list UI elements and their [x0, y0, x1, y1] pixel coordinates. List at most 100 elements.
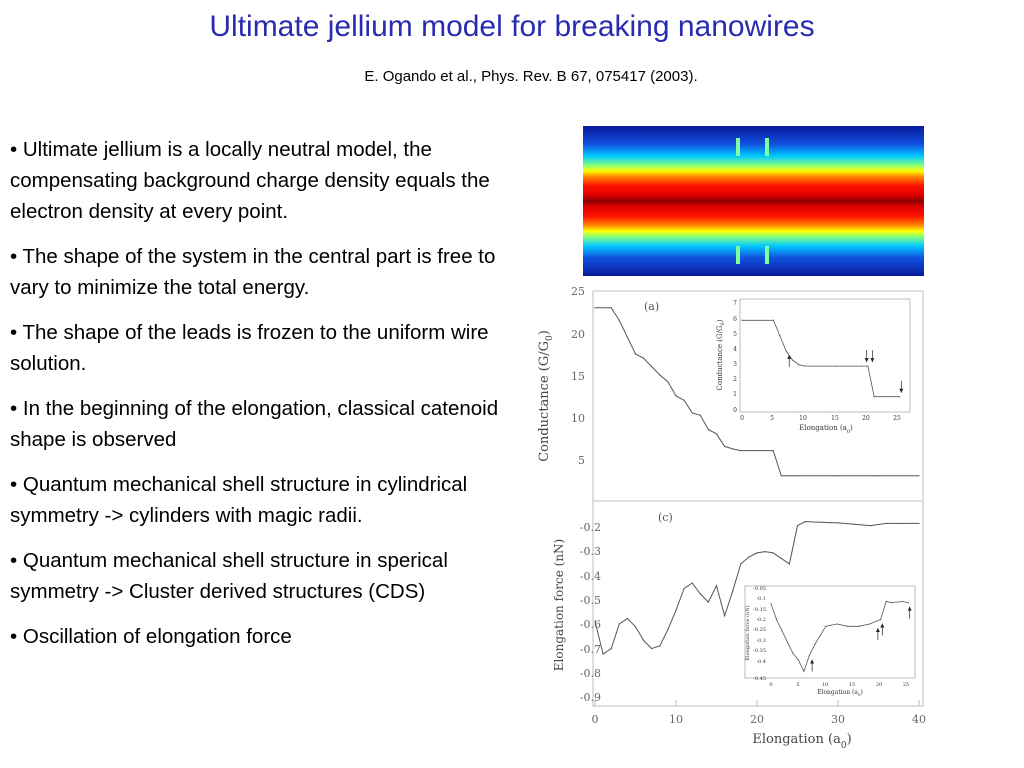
- data-point: [732, 590, 734, 592]
- curves: [594, 307, 920, 673]
- data-point: [791, 359, 793, 361]
- data-point: [683, 587, 685, 590]
- force-curve: [594, 520, 919, 655]
- bullet-item: • The shape of the leads is frozen to th…: [10, 321, 489, 375]
- data-point: [786, 641, 789, 643]
- conductance-force-figure: (a) (c) 25 20 15 10 5 -0.2 -0.3 -0.4 -0.…: [537, 285, 926, 751]
- arrow-head: [787, 354, 792, 359]
- inset-conductance-curve: [742, 319, 900, 398]
- inset-c-frame: [744, 585, 916, 679]
- x-tick-label: 10: [669, 713, 683, 726]
- data-point: [748, 556, 750, 558]
- data-point: [804, 365, 806, 367]
- data-point: [643, 357, 645, 359]
- data-point: [634, 626, 637, 628]
- inset-c-y-tick: -0.4: [756, 659, 766, 665]
- data-point: [691, 412, 693, 414]
- data-point: [907, 602, 909, 604]
- inset-c-x-tick: 10: [822, 682, 828, 688]
- data-point: [918, 475, 920, 477]
- data-point: [902, 522, 904, 525]
- data-point: [808, 654, 810, 657]
- data-point: [780, 557, 782, 559]
- data-point: [918, 522, 920, 525]
- data-point: [825, 625, 827, 627]
- data-point: [772, 552, 774, 554]
- inset-a-x-tick: 25: [893, 415, 901, 422]
- data-point: [683, 399, 685, 401]
- data-point: [691, 582, 693, 584]
- bullet-item: • In the beginning of the elongation, cl…: [10, 397, 499, 451]
- y-tick-label: 20: [571, 328, 585, 341]
- data-point: [779, 334, 781, 337]
- inset-c-x-tick: 0: [769, 682, 772, 688]
- inset-a-x-tick: 20: [862, 415, 870, 422]
- conductance-axis-title: Conductance (G/G0): [537, 330, 555, 462]
- lead-boundary-marker: [765, 246, 769, 264]
- inset-a-y-tick: 3: [733, 361, 737, 368]
- data-point: [699, 414, 701, 416]
- inset-a-y-tick: 2: [733, 376, 737, 383]
- lead-boundary-marker: [765, 138, 769, 156]
- data-point: [748, 450, 750, 452]
- data-point: [675, 395, 677, 397]
- lead-boundary-marker: [736, 246, 740, 264]
- data-point: [724, 445, 726, 447]
- inset-c-y-tick: -0.1: [756, 596, 766, 602]
- y-tick-label: -0.8: [580, 667, 601, 680]
- panel-c-label: (c): [658, 511, 673, 524]
- bullet-list: • Ultimate jellium is a locally neutral …: [10, 134, 522, 666]
- data-point: [901, 600, 904, 603]
- y-tick-label: -0.9: [580, 691, 601, 704]
- data-point: [867, 365, 869, 367]
- inset-c-y-tick: -0.15: [753, 607, 766, 613]
- data-point: [829, 521, 831, 524]
- data-point: [837, 522, 839, 524]
- data-point: [626, 336, 628, 338]
- y-tick-label: -0.6: [580, 618, 601, 631]
- data-point: [715, 585, 718, 587]
- data-point: [821, 521, 823, 523]
- data-point: [740, 563, 742, 565]
- data-point: [898, 396, 901, 398]
- data-point: [780, 475, 782, 477]
- data-point: [781, 630, 783, 632]
- data-point: [634, 353, 637, 355]
- inset-c-y-tick: -0.3: [756, 638, 766, 644]
- inset-a-y-tick: 7: [733, 300, 737, 307]
- data-point: [707, 429, 709, 431]
- data-point: [594, 620, 596, 622]
- panel-c-frame: [592, 500, 924, 707]
- inset-c-y-tick: -0.45: [753, 676, 766, 682]
- data-point: [667, 628, 669, 631]
- data-point: [707, 601, 709, 603]
- inset-a-x-title: Elongation (a0): [799, 424, 853, 435]
- x-tick-label: 0: [592, 713, 599, 726]
- inset-c-y-tick: -0.35: [753, 648, 766, 654]
- y-tick-label: 5: [578, 454, 585, 467]
- inset-c-y-tick: -0.05: [753, 586, 766, 592]
- inset-a-y-tick: 4: [733, 346, 737, 353]
- x-axis-title: Elongation (a0): [752, 732, 851, 751]
- data-point: [756, 450, 758, 452]
- y-tick-label: 10: [571, 412, 585, 425]
- slide-title: Ultimate jellium model for breaking nano…: [209, 10, 815, 43]
- data-point: [788, 563, 790, 565]
- data-point: [764, 450, 766, 452]
- inset-a-x-tick: 10: [799, 415, 807, 422]
- citation: E. Ogando et al., Phys. Rev. B 67, 07541…: [364, 68, 698, 85]
- data-point: [651, 366, 653, 368]
- inset-a-y-title: Conductance (G/G0): [716, 319, 726, 390]
- data-point: [788, 475, 790, 477]
- bullet-item: • Ultimate jellium is a locally neutral …: [10, 138, 490, 223]
- data-point: [847, 625, 849, 627]
- bullet-item: • The shape of the system in the central…: [10, 245, 496, 299]
- data-point: [837, 475, 839, 477]
- data-point: [877, 475, 880, 477]
- inset-c-x-tick: 5: [796, 682, 799, 688]
- data-point: [869, 623, 871, 625]
- inset-a-y-tick: 0: [733, 407, 737, 414]
- panel-a-label: (a): [644, 300, 659, 313]
- data-point: [796, 475, 799, 477]
- conductance-curve: [595, 307, 919, 477]
